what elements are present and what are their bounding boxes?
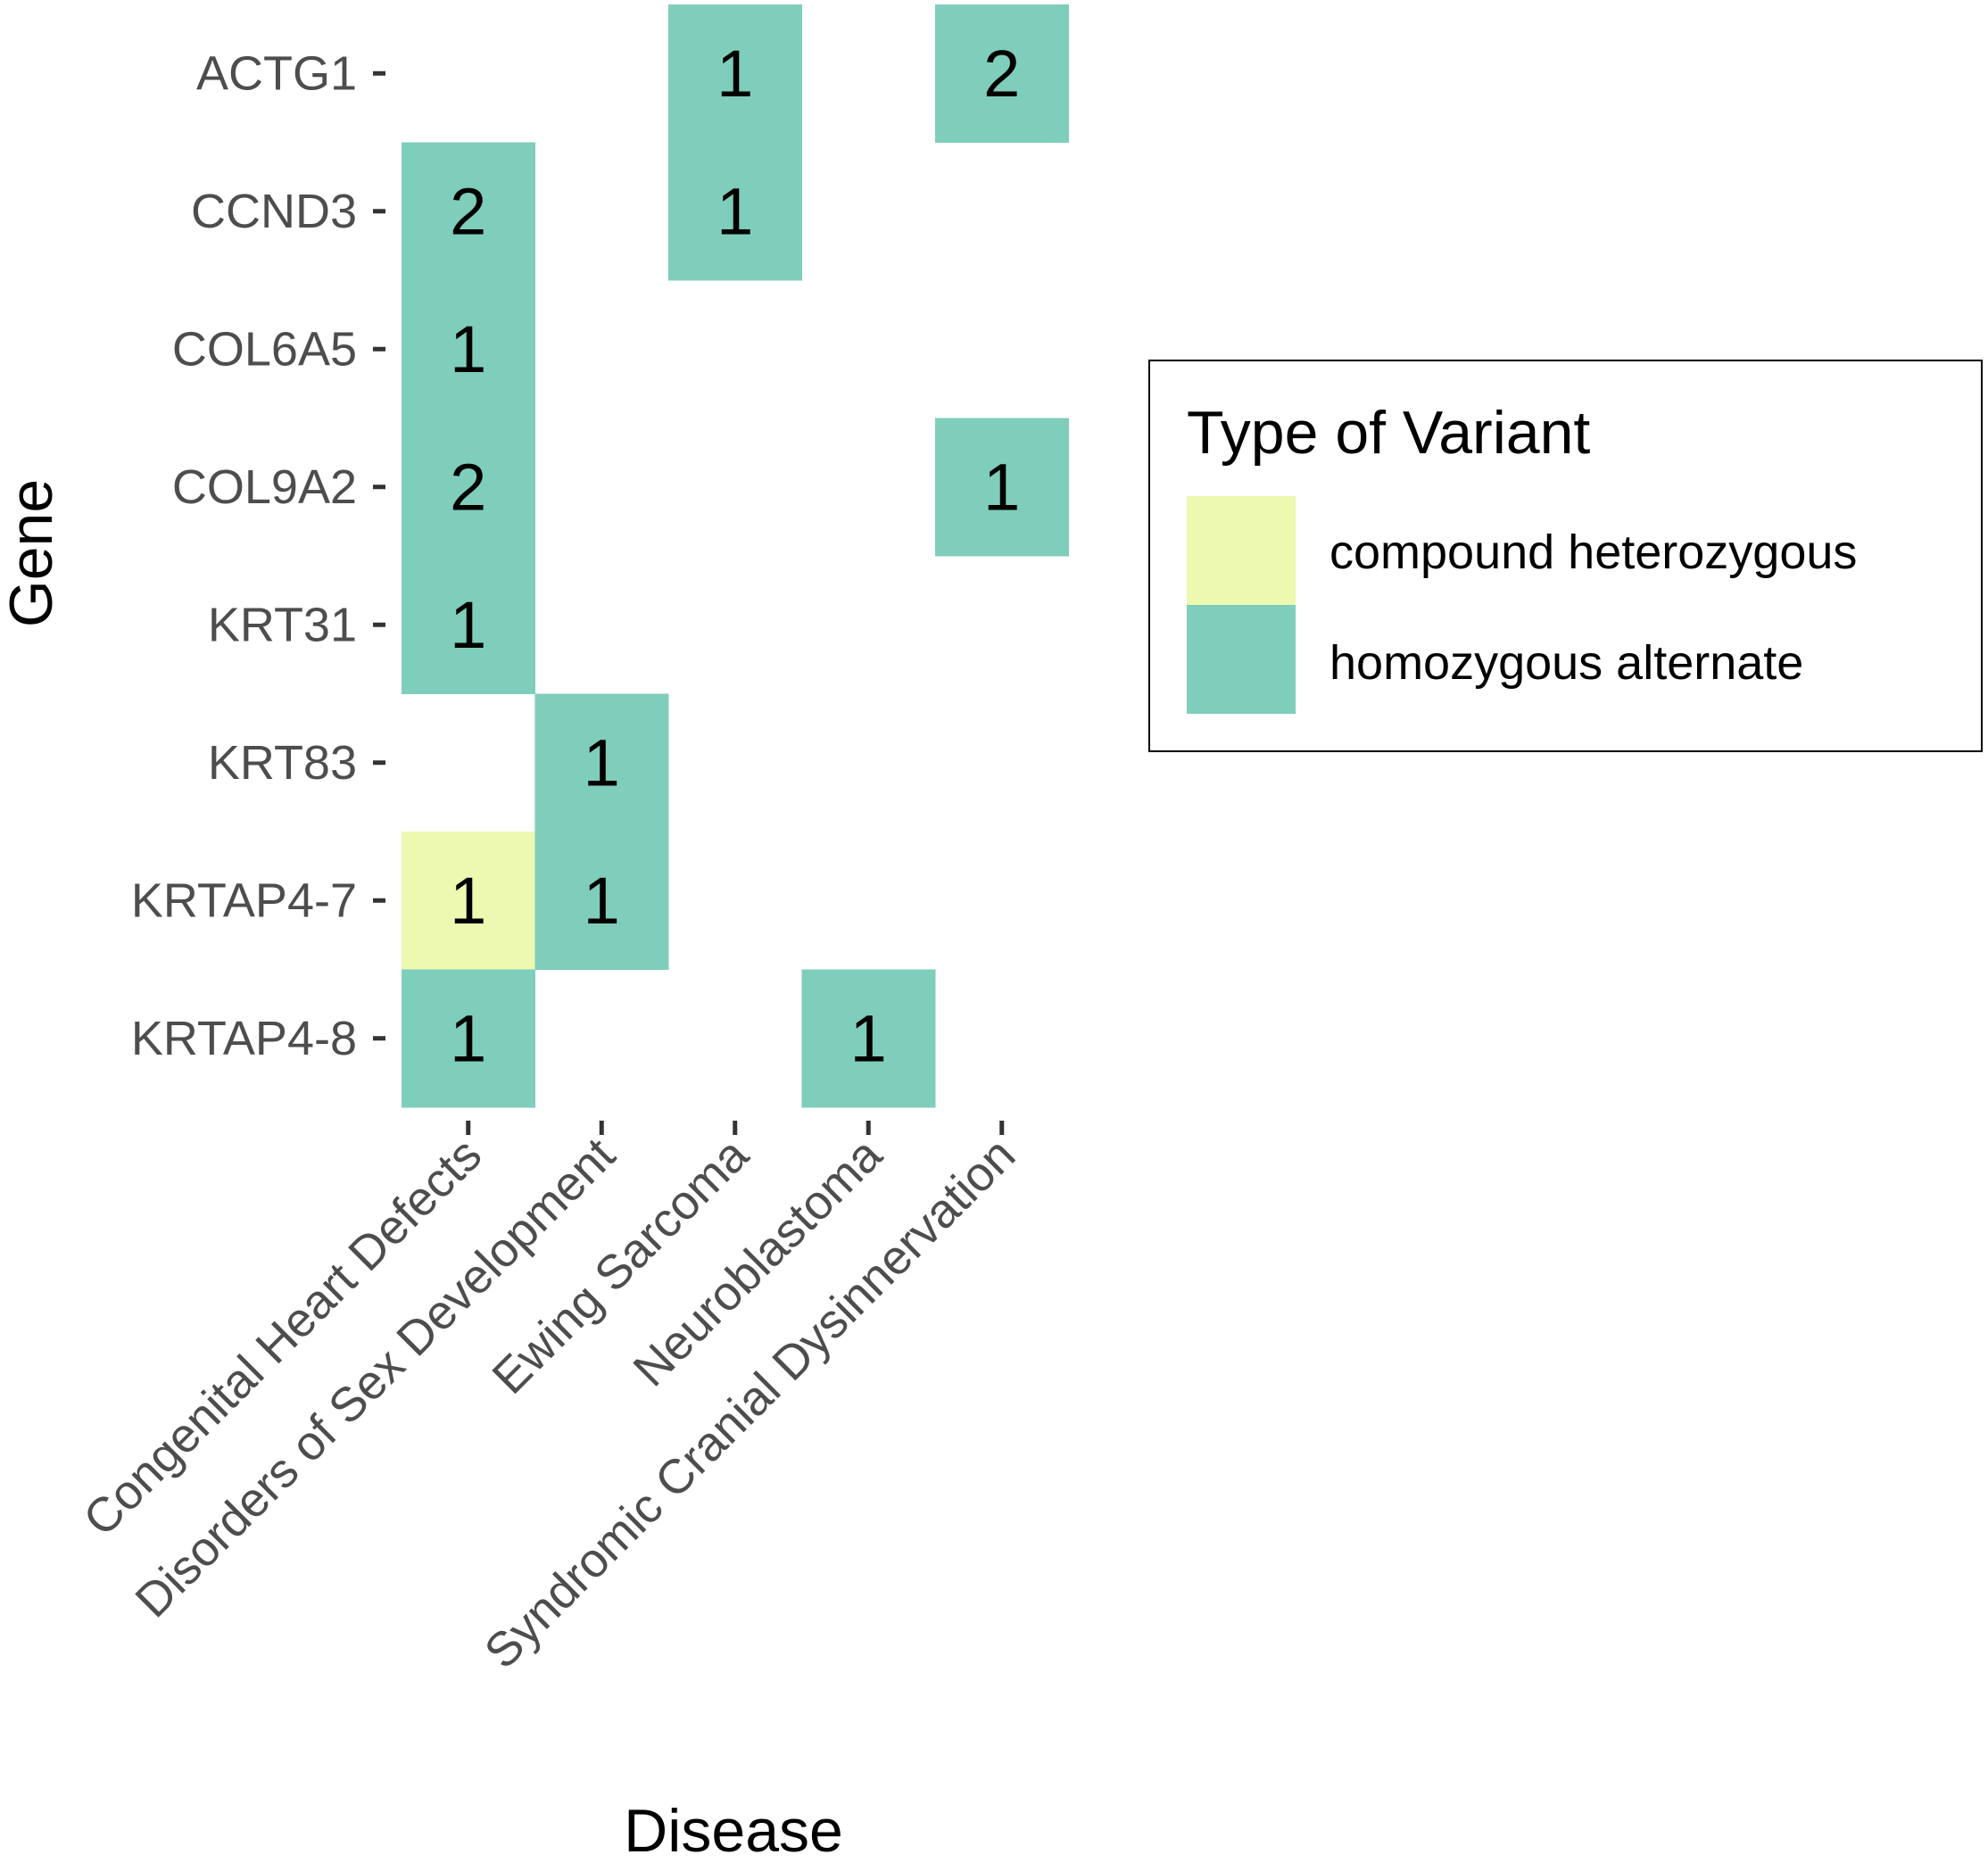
cell-value-actg1-ewing-sarcoma: 1: [717, 37, 753, 111]
heatmap-cell-ccnd3-congenital-heart-defects: [402, 142, 535, 281]
cell-value-krtap4-7-congenital-heart-defects: 1: [450, 864, 486, 938]
y-axis-ticks: ACTG1CCND3COL6A5COL9A2KRT31KRT83KRTAP4-7…: [131, 46, 385, 1065]
legend-key-compound-heterozygous: [1187, 496, 1296, 605]
heatmap-cell-krt83-disorders-of-sex-development: [534, 693, 669, 832]
heatmap-cell-krt31-congenital-heart-defects: [402, 556, 535, 694]
cell-value-krt31-congenital-heart-defects: 1: [450, 588, 486, 662]
x-axis-title: Disease: [624, 1797, 843, 1863]
heatmap-cell-krtap4-7-congenital-heart-defects: [402, 832, 535, 970]
y-tick-label-krt83: KRT83: [208, 736, 357, 790]
heatmap-cell-krtap4-8-neuroblastoma: [801, 969, 936, 1108]
cell-value-ccnd3-congenital-heart-defects: 2: [450, 174, 486, 248]
cell-value-ccnd3-ewing-sarcoma: 1: [717, 174, 753, 248]
y-tick-label-col6a5: COL6A5: [172, 322, 357, 376]
x-tick-label-disorders-of-sex-development: Disorders of Sex Development: [125, 1128, 625, 1627]
y-tick-label-col9a2: COL9A2: [172, 460, 357, 514]
cell-value-col9a2-syndromic-cranial-dysinnervation: 1: [983, 450, 1020, 524]
legend-title: Type of Variant: [1187, 399, 1590, 467]
heatmap-cell-col9a2-syndromic-cranial-dysinnervation: [935, 418, 1069, 557]
y-tick-label-krt31: KRT31: [208, 598, 357, 651]
heatmap-cell-col6a5-congenital-heart-defects: [402, 280, 535, 418]
cell-value-labels: 1 2 2 1 1 2 1 1 1 1 1 1 1: [450, 37, 1020, 1076]
heatmap-cell-krtap4-8-congenital-heart-defects: [402, 969, 535, 1108]
cell-value-col6a5-congenital-heart-defects: 1: [450, 312, 486, 386]
cell-value-krtap4-7-disorders-of-sex-development: 1: [584, 864, 620, 938]
heatmap-cells: [402, 4, 1069, 1108]
cell-value-krtap4-8-neuroblastoma: 1: [850, 1001, 887, 1075]
y-tick-label-krtap4-8: KRTAP4-8: [131, 1012, 357, 1065]
cell-value-krtap4-8-congenital-heart-defects: 1: [450, 1001, 486, 1075]
heatmap-cell-krtap4-7-disorders-of-sex-development: [534, 832, 669, 970]
cell-value-col9a2-congenital-heart-defects: 2: [450, 450, 486, 524]
heatmap-cell-actg1-ewing-sarcoma: [668, 4, 802, 143]
legend-key-homozygous-alternate: [1187, 605, 1296, 714]
y-tick-label-krtap4-7: KRTAP4-7: [131, 874, 357, 927]
heatmap-cell-col9a2-congenital-heart-defects: [402, 418, 535, 557]
heatmap-cell-ccnd3-ewing-sarcoma: [668, 142, 802, 281]
legend-label-compound-heterozygous: compound heterozygous: [1329, 526, 1857, 579]
y-axis-title: Gene: [0, 479, 65, 627]
y-tick-label-ccnd3: CCND3: [191, 185, 357, 238]
legend: Type of Variant compound heterozygous ho…: [1148, 360, 1983, 752]
cell-value-krt83-disorders-of-sex-development: 1: [584, 725, 620, 799]
cell-value-actg1-syndromic-cranial-dysinnervation: 2: [983, 37, 1020, 111]
legend-label-homozygous-alternate: homozygous alternate: [1329, 636, 1803, 690]
y-tick-label-actg1: ACTG1: [196, 46, 357, 100]
heatmap-cell-actg1-syndromic-cranial-dysinnervation: [935, 4, 1069, 143]
